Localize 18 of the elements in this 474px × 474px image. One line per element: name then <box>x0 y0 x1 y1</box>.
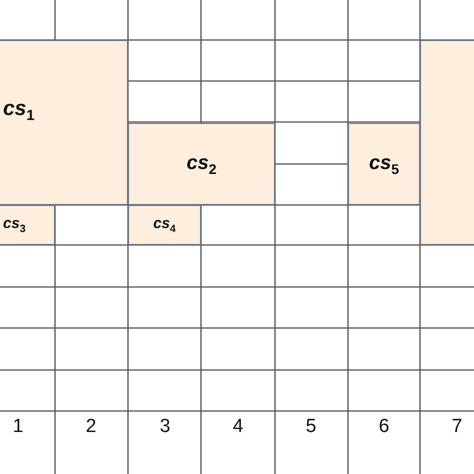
column-number: 3 <box>158 416 172 438</box>
column-number: 1 <box>12 416 24 438</box>
allocated-block <box>0 205 55 245</box>
column-number: 2 <box>84 416 98 438</box>
block-label: cs$_{4}$ <box>153 215 176 235</box>
allocated-block <box>348 123 420 205</box>
block-label: cs$_{3}$ <box>3 215 26 235</box>
block-label: cs$_{1}$ <box>3 96 35 124</box>
column-number: 6 <box>378 416 390 438</box>
column-number: 7 <box>450 416 464 438</box>
column-number: 4 <box>232 416 244 438</box>
empty-block <box>420 40 474 245</box>
allocated-block <box>128 205 201 245</box>
column-number: 5 <box>304 416 318 438</box>
block-label: cs$_{2}$ <box>186 152 217 176</box>
allocated-block <box>128 123 275 205</box>
allocated-block <box>0 40 128 205</box>
block-label: cs$_{5}$ <box>368 152 400 176</box>
